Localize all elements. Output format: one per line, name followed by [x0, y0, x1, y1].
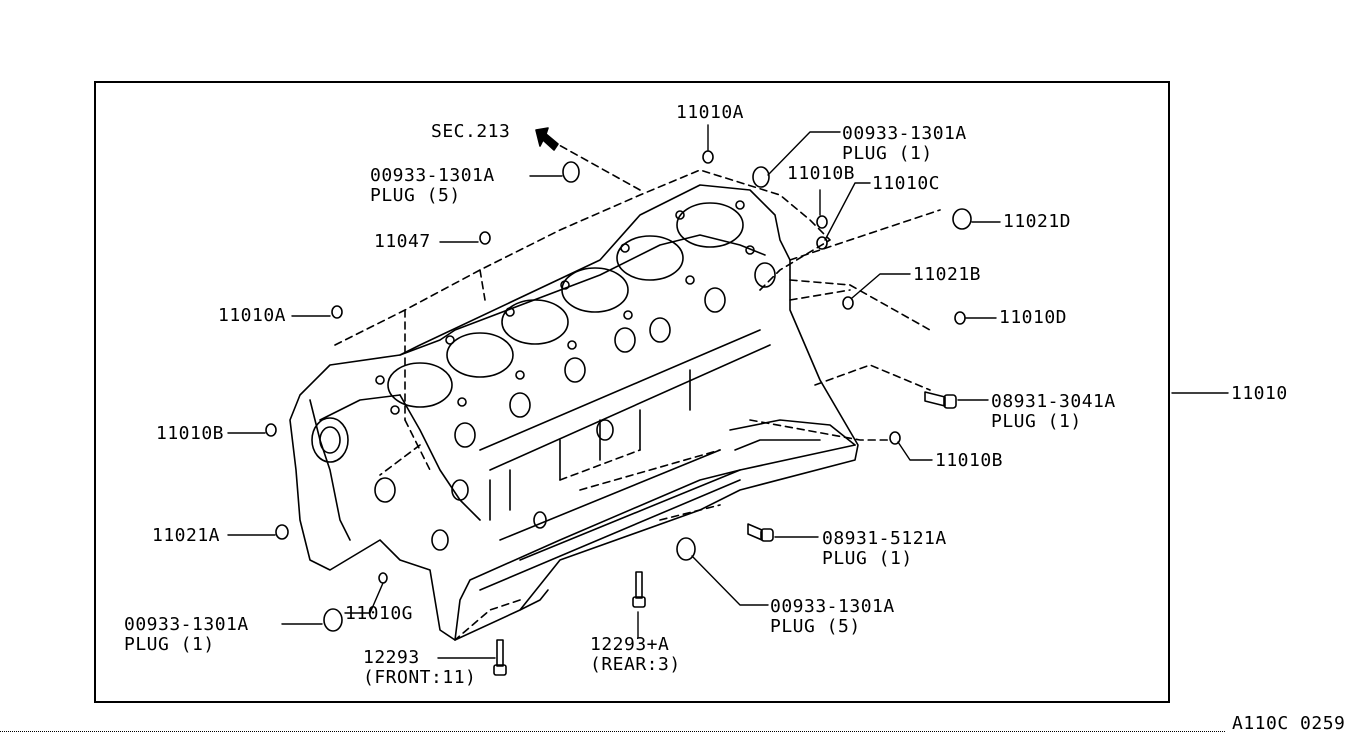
leader-lines [228, 125, 1228, 658]
callout-11010d: 11010D [999, 307, 1068, 328]
callout-11010a-left: 11010A [218, 305, 287, 326]
callout-12293a-rear: 12293+A(REAR:3) [590, 634, 681, 675]
callout-11010g: 11010G [345, 603, 414, 624]
dashed-guides [335, 140, 940, 640]
block-side-features [312, 263, 775, 560]
callout-11021b: 11021B [913, 264, 982, 285]
engine-block-outline [290, 185, 858, 640]
deck-bolt-holes [376, 201, 754, 414]
callout-11021d: 11021D [1003, 211, 1072, 232]
callout-11021a: 11021A [152, 525, 221, 546]
footer-dotted-rule [0, 731, 1225, 732]
callout-11010a-top: 11010A [676, 102, 745, 123]
diagram-code: A110C 0259 [1232, 713, 1346, 734]
plug-hardware [266, 128, 971, 675]
callout-11010: 11010 [1231, 383, 1288, 404]
callout-11010b-left: 11010B [156, 423, 225, 444]
callout-sec213: SEC.213 [431, 121, 511, 142]
callout-11010b-top: 11010B [787, 163, 856, 184]
callout-11010b-right: 11010B [935, 450, 1004, 471]
callout-11010c: 11010C [872, 173, 941, 194]
callout-11047: 11047 [374, 231, 431, 252]
callout-12293-front: 12293(FRONT:11) [363, 647, 477, 688]
cylinder-bores [388, 203, 743, 407]
diagram-frame [94, 81, 1170, 703]
